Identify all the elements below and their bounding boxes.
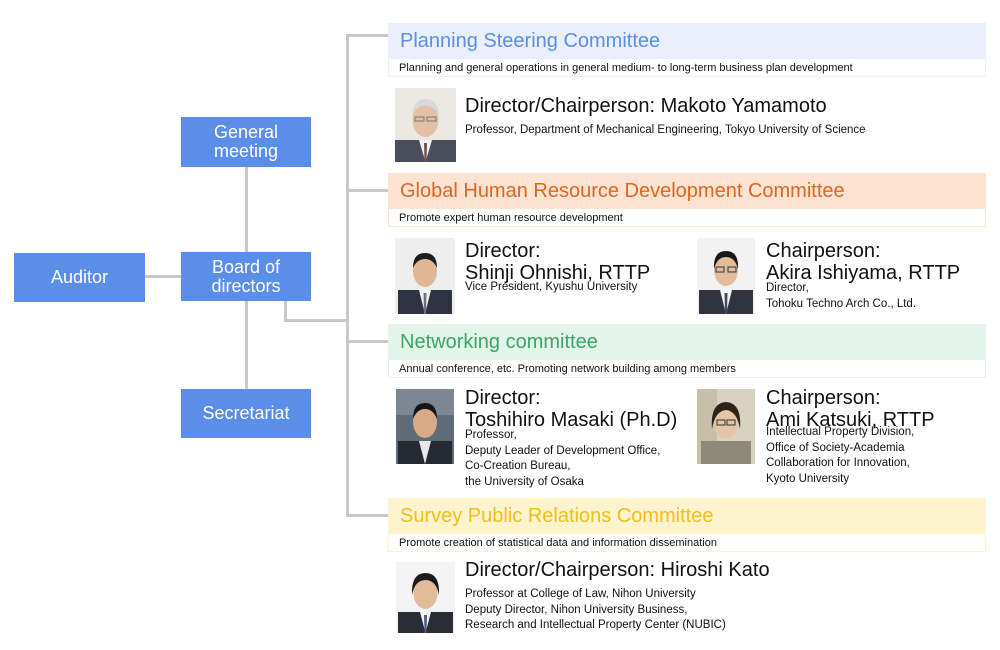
yamamoto-desc: Professor, Department of Mechanical Engi…: [465, 123, 866, 139]
ishiyama-title-1: Chairperson:: [766, 240, 881, 262]
global-committee-desc: Promote expert human resource developmen…: [388, 208, 986, 227]
katsuki-title-1: Chairperson:: [766, 387, 881, 409]
ishiyama-title: Chairperson: Akira Ishiyama, RTTP: [766, 240, 960, 284]
kato-desc-line-1: Professor at College of Law, Nihon Unive…: [465, 588, 696, 600]
survey-committee-title: Survey Public Relations Committee: [400, 505, 714, 527]
connector-board-secretariat: [245, 301, 248, 389]
kato-desc-line-2: Deputy Director, Nihon University Busine…: [465, 603, 688, 616]
auditor-label: Auditor: [50, 267, 109, 287]
ishiyama-desc-line-1: Director,: [766, 282, 809, 294]
katsuki-desc-line-4: Kyoto University: [766, 472, 850, 485]
connector-general-board: [245, 167, 248, 253]
kato-title: Director/Chairperson: Hiroshi Kato: [465, 559, 770, 581]
planning-committee-desc: Planning and general operations in gener…: [388, 58, 986, 77]
ohnishi-desc-line-1: Vice President, Kyushu University: [465, 281, 638, 293]
global-committee-header: Global Human Resource Development Commit…: [388, 173, 986, 209]
networking-committee-header: Networking committee: [388, 324, 986, 360]
ishiyama-title-2: Akira Ishiyama, RTTP: [766, 262, 961, 284]
katsuki-desc-line-3: Collaboration for Innovation,: [766, 457, 910, 469]
connector-branch-planning: [346, 34, 388, 37]
kato-desc-line-3: Research and Intellectual Property Cente…: [465, 619, 726, 631]
katsuki-desc-line-2: Office of Society-Academia: [766, 441, 905, 454]
networking-committee-desc: Annual conference, etc. Promoting networ…: [388, 359, 986, 378]
masaki-desc: Professor, Deputy Leader of Development …: [465, 428, 660, 490]
planning-desc-text: Planning and general operations in gener…: [399, 62, 853, 74]
katsuki-title: Chairperson: Ami Katsuki, RTTP: [766, 387, 935, 431]
general-meeting-label-1: General: [213, 122, 279, 142]
katsuki-title-2: Ami Katsuki, RTTP: [766, 409, 935, 431]
auditor-node: Auditor: [14, 253, 145, 302]
masaki-desc-line-3: Co-Creation Bureau,: [465, 460, 571, 472]
masaki-photo: [396, 389, 454, 464]
ohnishi-desc: Vice President, Kyushu University: [465, 280, 637, 296]
connector-board-down: [284, 301, 287, 322]
global-desc-text: Promote expert human resource developmen…: [399, 212, 623, 224]
connector-trunk: [346, 34, 349, 517]
connector-board-right: [284, 319, 348, 322]
board-label-2: directors: [211, 275, 281, 296]
katsuki-desc: Intellectual Property Division, Office o…: [766, 425, 914, 487]
masaki-desc-line-4: the University of Osaka: [465, 475, 584, 488]
masaki-desc-line-2: Deputy Leader of Development Office,: [465, 444, 661, 457]
yamamoto-photo: [395, 88, 456, 162]
ishiyama-photo: [697, 238, 755, 314]
masaki-desc-line-1: Professor,: [465, 429, 517, 441]
kato-desc: Professor at College of Law, Nihon Unive…: [465, 587, 726, 634]
connector-branch-global: [346, 189, 388, 192]
yamamoto-desc-line-1: Professor, Department of Mechanical Engi…: [465, 124, 866, 136]
planning-committee-title: Planning Steering Committee: [400, 30, 661, 52]
secretariat-node: Secretariat: [181, 389, 311, 438]
katsuki-photo: [697, 389, 755, 464]
ishiyama-desc-line-2: Tohoku Techno Arch Co., Ltd.: [766, 297, 917, 310]
yamamoto-title: Director/Chairperson: Makoto Yamamoto: [465, 95, 827, 117]
survey-committee-header: Survey Public Relations Committee: [388, 498, 986, 534]
general-meeting-label-2: meeting: [213, 141, 279, 161]
secretariat-label: Secretariat: [202, 403, 290, 423]
networking-committee-title: Networking committee: [400, 331, 598, 353]
katsuki-desc-line-1: Intellectual Property Division,: [766, 426, 915, 438]
connector-auditor-board: [145, 275, 181, 278]
ohnishi-title-1: Director:: [465, 240, 541, 262]
ohnishi-title: Director: Shinji Ohnishi, RTTP: [465, 240, 650, 284]
masaki-title-2: Toshihiro Masaki (Ph.D): [465, 409, 678, 431]
networking-desc-text: Annual conference, etc. Promoting networ…: [399, 363, 736, 375]
ohnishi-title-2: Shinji Ohnishi, RTTP: [465, 262, 651, 284]
board-label-1: Board of: [211, 256, 281, 277]
planning-committee-header: Planning Steering Committee: [388, 23, 986, 59]
connector-branch-survey: [346, 514, 388, 517]
masaki-title: Director: Toshihiro Masaki (Ph.D): [465, 387, 677, 431]
masaki-title-1: Director:: [465, 387, 541, 409]
survey-desc-text: Promote creation of statistical data and…: [399, 537, 717, 549]
ohnishi-photo: [395, 238, 455, 314]
global-committee-title: Global Human Resource Development Commit…: [400, 180, 845, 202]
kato-photo: [396, 562, 455, 633]
connector-branch-networking: [346, 340, 388, 343]
survey-committee-desc: Promote creation of statistical data and…: [388, 533, 986, 552]
ishiyama-desc: Director, Tohoku Techno Arch Co., Ltd.: [766, 281, 916, 312]
